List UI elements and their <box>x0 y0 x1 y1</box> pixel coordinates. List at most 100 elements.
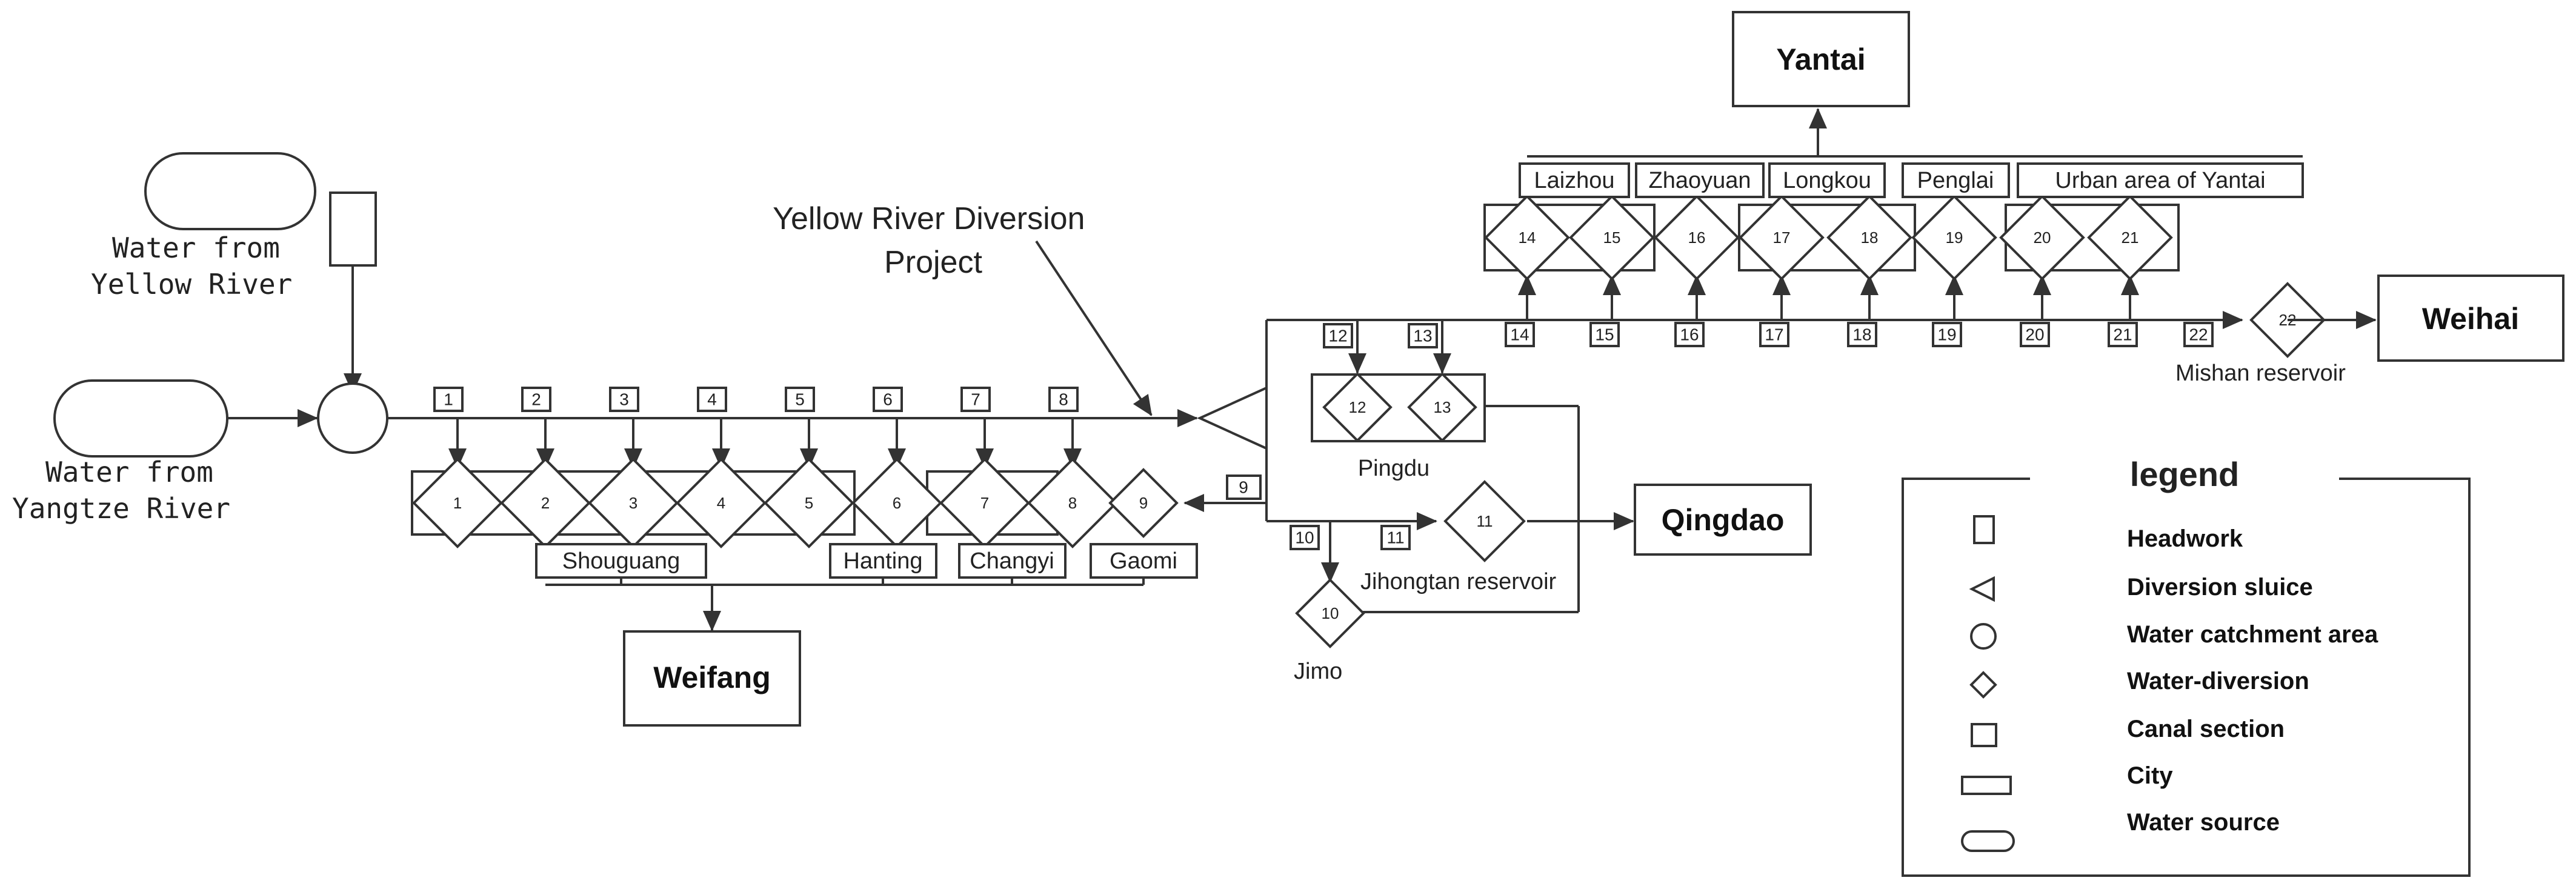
diversion-diamond <box>2087 195 2173 281</box>
canal-section-20: 20 <box>2020 322 2050 347</box>
water-diversion-12: 12 <box>1322 372 1393 442</box>
canal-section-number: 21 <box>2113 325 2132 344</box>
water-diversion-1: 1 <box>412 458 503 548</box>
canal-section-1: 1 <box>433 387 464 412</box>
water-source-yangtze-river <box>53 379 228 458</box>
diversion-number: 16 <box>1688 228 1706 247</box>
yangtze-river-line2: Yangtze River <box>12 492 230 525</box>
diversion-diamond <box>1407 372 1477 442</box>
longkou-label: Longkou <box>1783 168 1871 193</box>
canal-section-12: 12 <box>1323 323 1353 348</box>
canal-section-number: 16 <box>1680 325 1699 344</box>
diversion-diamond <box>764 458 854 548</box>
water-diversion-8: 8 <box>1027 458 1118 548</box>
diversion-number: 14 <box>1519 228 1536 247</box>
legend-label-canal-section: Canal section <box>2127 716 2285 742</box>
legend-title: legend <box>2130 455 2239 493</box>
canal-section-box <box>2108 322 2138 347</box>
yangtze-river-source-label: Water from Yangtze River <box>12 456 230 525</box>
diversion-diamond <box>1443 480 1526 562</box>
legend-label-city: City <box>2127 762 2173 789</box>
gaomi-label: Gaomi <box>1110 548 1177 574</box>
canal-section-box <box>1932 322 1962 347</box>
weifang-canal-sections: 1 2 3 4 5 6 7 8 <box>433 387 1082 469</box>
water-diversion-21: 21 <box>2087 195 2173 281</box>
city-weihai <box>2377 275 2564 362</box>
diversion-diamond <box>1739 195 1825 281</box>
canal-section-4: 4 <box>697 387 727 412</box>
diversion-number: 10 <box>1322 604 1339 622</box>
canal-section-number: 5 <box>795 390 805 409</box>
diversion-number: 9 <box>1139 494 1148 512</box>
project-label-pointer <box>1035 240 1153 416</box>
yangtze-river-line1: Water from <box>45 456 213 488</box>
legend-title-bg <box>2030 467 2339 497</box>
canal-section-number: 4 <box>707 390 717 409</box>
canal-section-box <box>697 387 727 412</box>
diversion-number: 12 <box>1349 398 1366 416</box>
canal-section-number: 18 <box>1852 325 1871 344</box>
canal-section-box <box>1290 525 1320 550</box>
canal-section-icon <box>1971 723 1997 747</box>
diversion-diamond <box>1322 372 1393 442</box>
water-diversion-9: 9 <box>1108 468 1179 538</box>
diversion-diamond <box>1654 195 1740 281</box>
canal-section-box <box>2020 322 2050 347</box>
zhaoyuan-box <box>1635 162 1765 198</box>
canal-section-box <box>521 387 551 412</box>
diversion-number: 4 <box>717 494 725 512</box>
yellow-river-line1: Water from <box>112 231 280 264</box>
canal-section-14: 14 <box>1505 322 1535 347</box>
shouguang-label: Shouguang <box>562 548 680 574</box>
diversion-diamond <box>1108 468 1179 538</box>
canal-section-box <box>960 387 991 412</box>
diversion-number: 15 <box>1603 228 1621 247</box>
canal-section-10: 10 <box>1290 525 1320 550</box>
diversion-number: 13 <box>1434 398 1451 416</box>
water-diversion-17: 17 <box>1739 195 1825 281</box>
legend-items: Headwork Diversion sluice Water catchmen… <box>1961 515 2378 852</box>
diversion-diamond <box>1999 195 2085 281</box>
city-yantai <box>1732 11 1910 107</box>
diversion-sluice <box>1197 385 1268 451</box>
project-label-line2: Project <box>884 245 982 280</box>
diversion-diamond <box>1484 195 1570 281</box>
canal-section-box <box>1759 322 1789 347</box>
canal-section-number: 15 <box>1595 325 1614 344</box>
zhaoyuan-label: Zhaoyuan <box>1648 168 1751 193</box>
canal-section-19: 19 <box>1932 322 1962 347</box>
weihai-label: Weihai <box>2422 302 2519 336</box>
canal-section-box <box>2183 322 2214 347</box>
canal-section-3: 3 <box>609 387 639 412</box>
water-diversion-icon <box>1969 671 1997 699</box>
water-diversion-15: 15 <box>1569 195 1655 281</box>
water-diversion-18: 18 <box>1826 195 1912 281</box>
canal-section-box <box>1380 525 1411 550</box>
canal-section-box <box>433 387 464 412</box>
water-diversion-19: 19 <box>1911 195 1997 281</box>
city-icon <box>1961 776 2012 795</box>
penglai-box <box>1902 162 2010 198</box>
weifang-label: Weifang <box>653 661 771 694</box>
longkou-box <box>1768 162 1886 198</box>
diversion-number: 18 <box>1861 228 1879 247</box>
canal-section-number: 17 <box>1765 325 1783 344</box>
legend-label-water-diversion: Water-diversion <box>2127 668 2309 694</box>
diversion-number: 7 <box>980 494 989 512</box>
canal-section-number: 7 <box>971 390 980 409</box>
canal-section-6: 6 <box>873 387 903 412</box>
diversion-number: 20 <box>2034 228 2051 247</box>
canal-section-number: 2 <box>531 390 541 409</box>
canal-section-box <box>1674 322 1705 347</box>
canal-section-box <box>1589 322 1620 347</box>
canal-section-number: 8 <box>1059 390 1068 409</box>
canal-section-box <box>1505 322 1535 347</box>
diversion-number: 8 <box>1068 494 1077 512</box>
canal-section-18: 18 <box>1847 322 1877 347</box>
canal-section-number: 12 <box>1328 327 1347 345</box>
city-qingdao <box>1634 484 1812 556</box>
diversion-diamond <box>1295 578 1365 648</box>
canal-section-number: 22 <box>2189 325 2208 344</box>
